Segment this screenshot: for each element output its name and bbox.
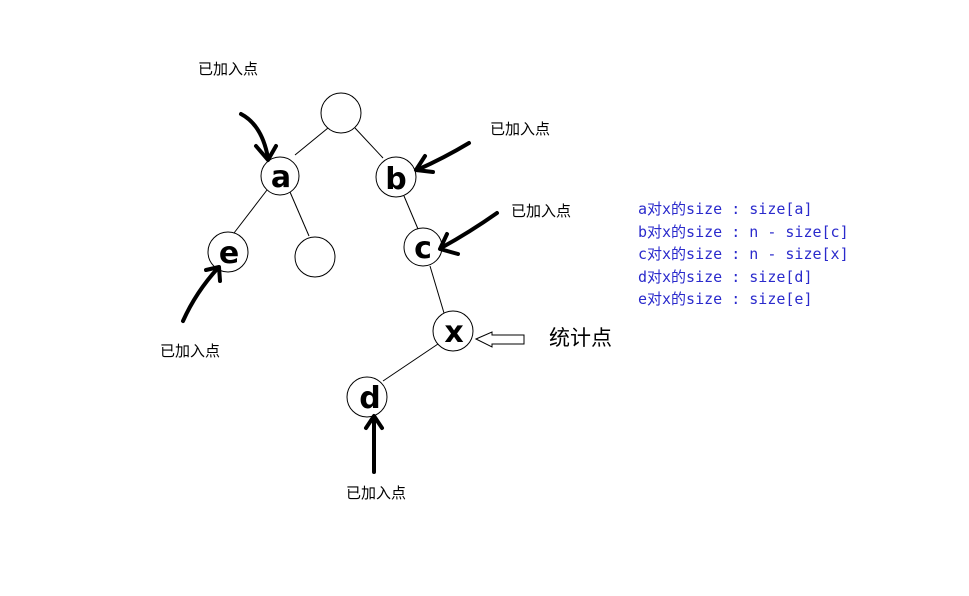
node-e-letter: e bbox=[219, 236, 239, 271]
edge-b-c bbox=[403, 195, 419, 230]
node-e: e bbox=[207, 231, 249, 273]
node-d: d bbox=[346, 376, 388, 418]
node-c-letter: c bbox=[414, 231, 432, 266]
formula-list: a对x的size : size[a] b对x的size : n - size[c… bbox=[638, 198, 938, 311]
edge-root-a bbox=[294, 127, 329, 156]
tree-edges bbox=[233, 127, 445, 382]
node-root bbox=[320, 92, 362, 134]
arrow-to-d bbox=[364, 414, 384, 474]
label-added-b: 已加入点 bbox=[490, 120, 550, 138]
edge-a-blank bbox=[289, 191, 310, 237]
edge-c-x bbox=[429, 265, 445, 314]
node-c: c bbox=[403, 227, 443, 267]
arrow-to-a bbox=[239, 112, 278, 162]
formula-line-e: e对x的size : size[e] bbox=[638, 290, 813, 308]
node-d-letter: d bbox=[359, 381, 380, 416]
label-added-d: 已加入点 bbox=[346, 484, 406, 502]
node-b-letter: b bbox=[385, 162, 406, 197]
label-added-e: 已加入点 bbox=[160, 342, 220, 360]
node-blank bbox=[294, 236, 336, 278]
node-x: x bbox=[432, 310, 474, 352]
formula-line-d: d对x的size : size[d] bbox=[638, 267, 813, 286]
pointer-arrows bbox=[181, 112, 499, 474]
label-added-c: 已加入点 bbox=[511, 202, 571, 220]
node-a-letter: a bbox=[271, 160, 291, 195]
edge-root-b bbox=[354, 127, 384, 159]
arrow-to-b bbox=[414, 141, 471, 174]
label-stat: 统计点 bbox=[549, 326, 612, 350]
label-added-a: 已加入点 bbox=[198, 60, 258, 78]
stat-arrow bbox=[474, 331, 525, 348]
formula-line-a: a对x的size : size[a] bbox=[638, 200, 813, 218]
node-a: a bbox=[260, 156, 300, 196]
edge-x-d bbox=[382, 343, 439, 382]
node-x-letter: x bbox=[444, 315, 463, 350]
arrow-to-c bbox=[438, 211, 499, 256]
node-b: b bbox=[375, 156, 417, 198]
arrow-to-e bbox=[181, 265, 222, 323]
edge-a-e bbox=[233, 189, 268, 234]
formula-line-b: b对x的size : n - size[c] bbox=[638, 222, 849, 241]
formula-line-c: c对x的size : n - size[x] bbox=[638, 245, 849, 263]
